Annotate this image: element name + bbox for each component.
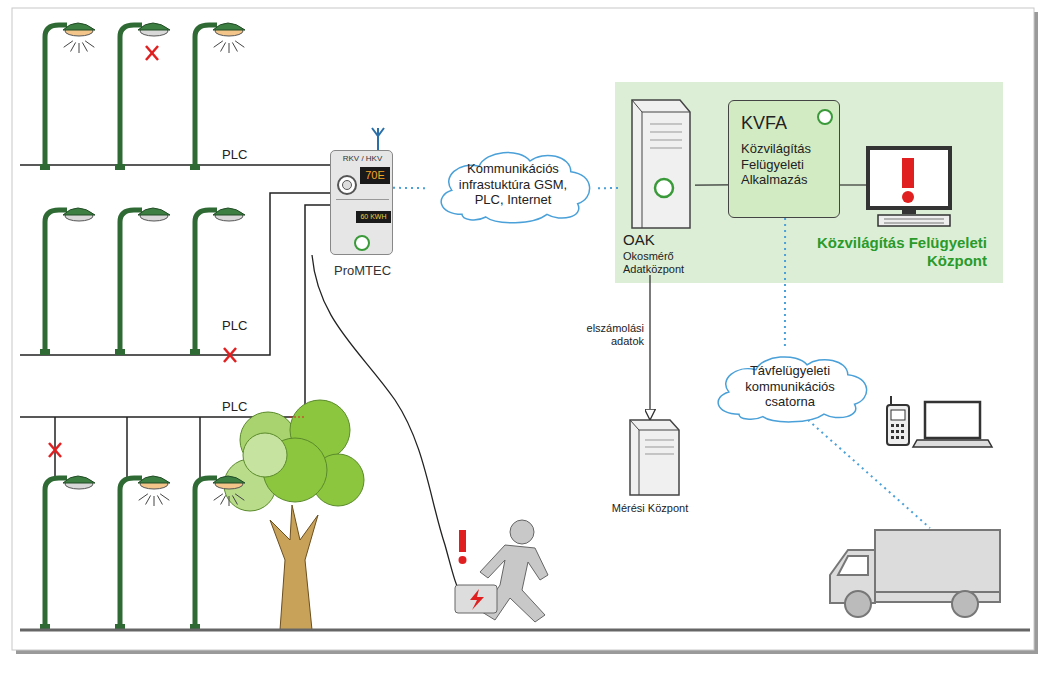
connector bbox=[393, 187, 428, 189]
lamp-hood bbox=[138, 23, 170, 30]
oak-server-node: OAKOkosmérő Adatközpont bbox=[620, 100, 695, 275]
connector bbox=[695, 184, 728, 185]
connector bbox=[784, 218, 786, 350]
light-ray bbox=[64, 41, 73, 47]
center-band: Közvilágítás Felügyeleti Központ OAKOkosm… bbox=[615, 82, 1003, 283]
ground-line bbox=[20, 629, 1030, 632]
edge-label: elszámolási adatok bbox=[576, 322, 644, 348]
fault-marks bbox=[49, 46, 236, 457]
street-lamps bbox=[40, 23, 245, 630]
connector bbox=[649, 275, 650, 420]
lamp-hood bbox=[138, 476, 170, 483]
lamp-pole bbox=[120, 25, 142, 170]
lamp-pole bbox=[195, 210, 217, 355]
frame bbox=[12, 8, 1034, 650]
center-band bbox=[615, 82, 1003, 283]
node-text: Közvilágítás Felügyeleti Központ bbox=[815, 234, 987, 270]
node-text: OAK bbox=[623, 231, 695, 249]
light-ray bbox=[221, 42, 226, 51]
lamp-foot bbox=[40, 349, 50, 355]
service-truck bbox=[830, 530, 1000, 617]
lamp-pole bbox=[120, 210, 142, 355]
lamp-hood bbox=[213, 208, 245, 215]
light-ray bbox=[221, 495, 226, 504]
light-ray bbox=[79, 43, 80, 53]
node-text: 60 KWH bbox=[356, 211, 391, 223]
node-text: Közvilágítás Felügyeleti Alkalmazás bbox=[741, 141, 837, 188]
monitor-icon bbox=[840, 148, 950, 226]
node-text: Kommunikációs infrastuktúra GSM, PLC, In… bbox=[448, 161, 578, 208]
remote-channel-cloud: Távfelügyeleti kommunikációs csatorna bbox=[705, 350, 875, 424]
cloud-path bbox=[718, 357, 866, 422]
light-ray bbox=[71, 42, 76, 51]
measurement-server-node: Mérési Központ bbox=[610, 420, 690, 530]
smart-meter: RKV / HKV70E60 KWHProMTEC bbox=[330, 150, 393, 255]
lamp-foot bbox=[190, 164, 200, 170]
node-text: Mérési Központ bbox=[610, 502, 690, 515]
light-ray bbox=[157, 495, 162, 504]
lamp-foot bbox=[115, 349, 125, 355]
communication-cloud: Kommunikációs infrastuktúra GSM, PLC, In… bbox=[428, 145, 598, 225]
lamp-pole bbox=[120, 478, 142, 630]
light-ray bbox=[235, 41, 244, 47]
light-ray bbox=[232, 42, 237, 51]
laptop-icon bbox=[913, 402, 992, 447]
lamp-hood bbox=[213, 476, 245, 483]
lamp-pole bbox=[45, 210, 67, 355]
kvfa-box: KVFA Közvilágítás Felügyeleti Alkalmazás bbox=[728, 100, 840, 218]
light-ray bbox=[235, 494, 244, 500]
cloud-path bbox=[441, 152, 589, 222]
lamp-foot bbox=[40, 164, 50, 170]
node-text: Okosmérő Adatközpont bbox=[623, 250, 695, 276]
lamp-hood bbox=[63, 208, 95, 215]
connector bbox=[598, 187, 620, 189]
meter-detail bbox=[342, 180, 352, 190]
lamp-foot bbox=[115, 164, 125, 170]
node-text: 70E bbox=[360, 167, 390, 184]
plc-label: PLC bbox=[222, 318, 262, 334]
lamp-pole bbox=[195, 478, 217, 630]
light-ray bbox=[214, 494, 223, 500]
light-ray bbox=[214, 41, 223, 47]
light-ray bbox=[85, 41, 94, 47]
tree bbox=[224, 400, 364, 630]
lamp-hood bbox=[138, 208, 170, 215]
lamp-foot bbox=[190, 349, 200, 355]
phone-icon bbox=[887, 396, 909, 445]
lamp-hood bbox=[213, 23, 245, 30]
measurement-server bbox=[630, 420, 679, 495]
meter-antenna bbox=[372, 128, 384, 150]
plc-wires bbox=[20, 165, 330, 480]
lamp-hood bbox=[63, 23, 95, 30]
node-text: Távfelügyeleti kommunikációs csatorna bbox=[725, 363, 855, 410]
plc-label: PLC bbox=[222, 399, 262, 415]
light-ray bbox=[160, 494, 169, 500]
light-ray bbox=[82, 42, 87, 51]
lamp-hood bbox=[63, 476, 95, 483]
light-ray bbox=[232, 495, 237, 504]
meter-detail bbox=[336, 199, 389, 200]
node-text: RKV / HKV bbox=[331, 154, 394, 164]
thief-figure bbox=[455, 520, 548, 622]
node-text: ProMTEC bbox=[319, 263, 406, 279]
light-ray bbox=[139, 494, 148, 500]
meter-detail bbox=[354, 235, 370, 251]
light-ray bbox=[154, 496, 155, 506]
oak-server bbox=[632, 100, 690, 228]
lamp-pole bbox=[45, 478, 67, 630]
light-ray bbox=[146, 495, 151, 504]
light-ray bbox=[229, 43, 230, 53]
meter-detail bbox=[817, 109, 833, 125]
node-text: KVFA bbox=[741, 113, 816, 135]
remote-link bbox=[808, 420, 930, 528]
light-ray bbox=[229, 496, 230, 506]
plc-label: PLC bbox=[222, 147, 262, 163]
